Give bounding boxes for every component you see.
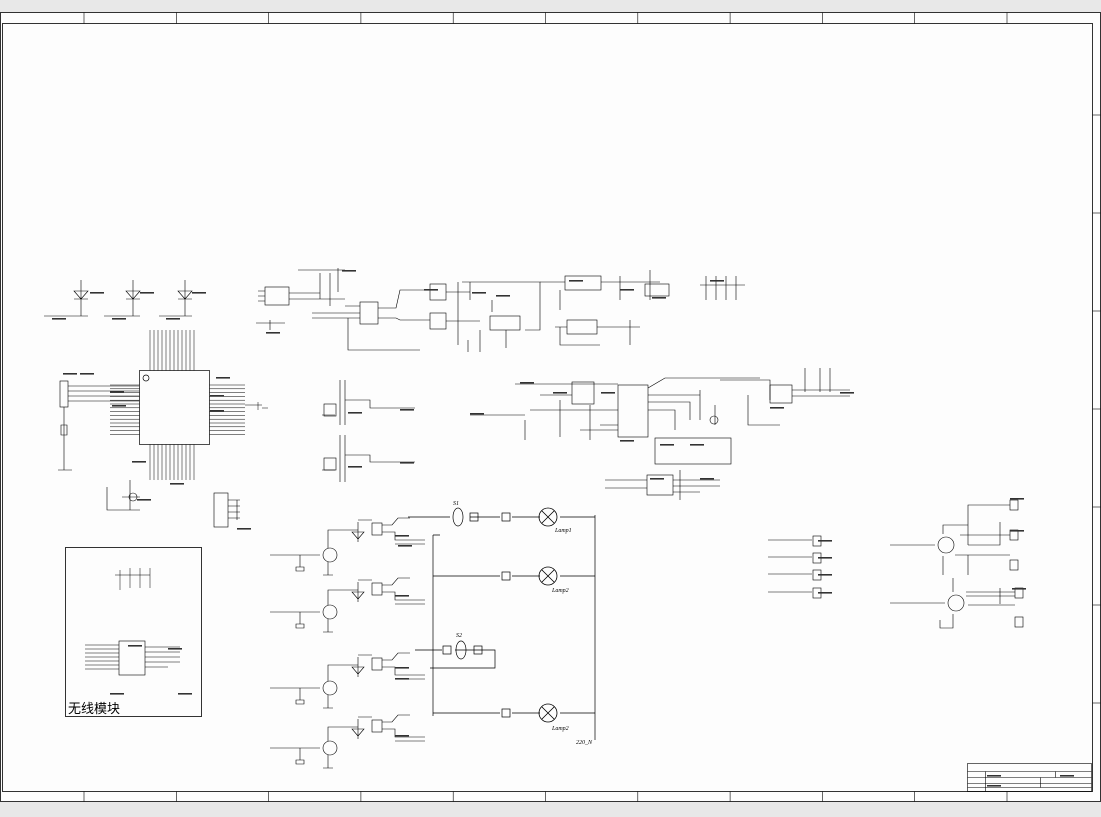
lamp-1 (538, 507, 558, 527)
output-connectors (768, 535, 822, 599)
lamp-bus (408, 507, 596, 740)
border-zone-ruler (83, 12, 1101, 802)
driver-section (470, 368, 850, 500)
sheet-paper (0, 12, 1101, 802)
lamp-2-label: Lamp2 (551, 588, 569, 594)
wireless-module-label: 无线模块 (68, 702, 120, 717)
lamp-3 (538, 703, 558, 723)
lamp-3-label: Lamp2 (551, 726, 569, 732)
mcu-chip (139, 370, 210, 445)
wireless-module-block: 无线模块 (65, 547, 202, 717)
mcu-pins (110, 330, 268, 480)
switch-s1-label: S1 (453, 501, 459, 507)
title-block (967, 763, 1092, 792)
lamp-1-label: Lamp1 (554, 528, 572, 534)
lamp-2 (538, 566, 558, 586)
tvs-diodes (44, 280, 193, 317)
rf-chip-pins (85, 568, 180, 670)
component-designators (52, 270, 1074, 787)
relay-channels (270, 517, 425, 769)
switch-s2-label: S2 (456, 633, 462, 639)
right-transistor-drivers (890, 499, 1024, 629)
spi-header (58, 380, 240, 528)
neutral-label: 220_N (576, 740, 593, 746)
input-optocouplers (322, 380, 415, 482)
power-supply-section (256, 268, 745, 352)
rf-chip-symbol (118, 640, 146, 676)
